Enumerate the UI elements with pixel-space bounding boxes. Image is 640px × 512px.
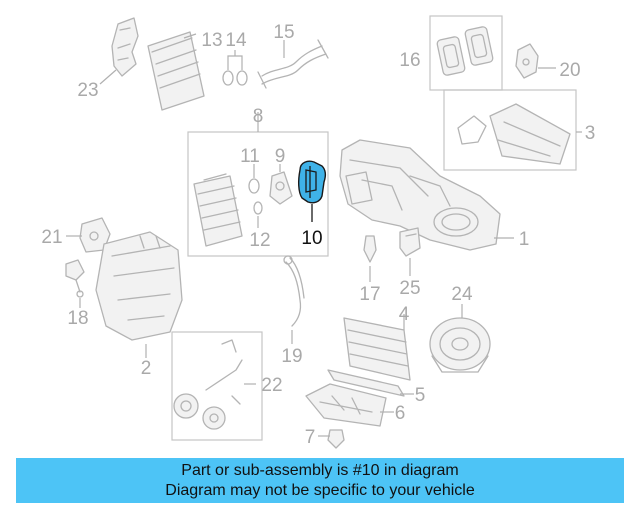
part-2-heater-housing bbox=[95, 231, 183, 341]
callout-15: 15 bbox=[273, 22, 294, 43]
callout-24: 24 bbox=[451, 284, 473, 305]
part-18-sensor bbox=[65, 259, 85, 298]
part-14-o-rings bbox=[222, 50, 248, 86]
callout-6: 6 bbox=[395, 403, 406, 424]
part-3-duct bbox=[457, 103, 571, 165]
callout-23: 23 bbox=[77, 80, 98, 101]
callout-4: 4 bbox=[399, 304, 410, 325]
callout-22: 22 bbox=[261, 375, 282, 396]
group-box-3 bbox=[443, 89, 577, 171]
callout-13: 13 bbox=[201, 30, 222, 51]
part-25-resistor bbox=[399, 227, 421, 257]
part-17-fastener bbox=[363, 235, 377, 263]
part-11-o-ring bbox=[248, 178, 260, 194]
part-5-filter-frame bbox=[327, 369, 405, 397]
callout-14: 14 bbox=[225, 30, 247, 51]
part-19-hose bbox=[283, 255, 305, 327]
part-23-bracket bbox=[111, 17, 139, 77]
callout-5: 5 bbox=[415, 385, 426, 406]
callout-9: 9 bbox=[275, 146, 286, 167]
callout-19: 19 bbox=[281, 346, 302, 367]
callout-12: 12 bbox=[249, 230, 270, 251]
callout-20: 20 bbox=[559, 60, 580, 81]
callout-18: 18 bbox=[67, 308, 88, 329]
callout-7: 7 bbox=[305, 427, 316, 448]
part-6-filter-cover bbox=[305, 383, 387, 427]
part-22-linkage bbox=[173, 339, 243, 430]
part-13-filter bbox=[147, 31, 205, 111]
info-banner: Part or sub-assembly is #10 in diagram D… bbox=[16, 458, 624, 503]
callout-2: 2 bbox=[141, 358, 152, 379]
part-12-o-ring bbox=[253, 201, 263, 215]
part-8-evaporator bbox=[193, 173, 243, 247]
part-9-expansion-valve bbox=[269, 171, 293, 205]
callout-21: 21 bbox=[41, 227, 62, 248]
banner-line-2: Diagram may not be specific to your vehi… bbox=[165, 482, 475, 499]
callout-8: 8 bbox=[253, 106, 264, 127]
part-4-filter bbox=[343, 317, 411, 381]
callout-16: 16 bbox=[399, 50, 420, 71]
banner-line-1: Part or sub-assembly is #10 in diagram bbox=[181, 462, 459, 479]
part-24-blower-motor bbox=[429, 317, 491, 373]
part-7-screw bbox=[327, 429, 345, 449]
callout-17: 17 bbox=[359, 284, 380, 305]
part-10-highlighted bbox=[297, 160, 327, 222]
callout-3: 3 bbox=[585, 123, 596, 144]
part-20-bracket bbox=[515, 43, 539, 79]
callout-1: 1 bbox=[519, 229, 530, 250]
callout-10: 10 bbox=[301, 228, 322, 249]
part-1-hvac-housing bbox=[339, 139, 501, 251]
part-15-pipe bbox=[257, 39, 329, 89]
group-box-22 bbox=[171, 331, 263, 441]
callout-25: 25 bbox=[399, 278, 420, 299]
part-16-gaskets bbox=[436, 26, 494, 76]
callout-11: 11 bbox=[240, 146, 260, 167]
